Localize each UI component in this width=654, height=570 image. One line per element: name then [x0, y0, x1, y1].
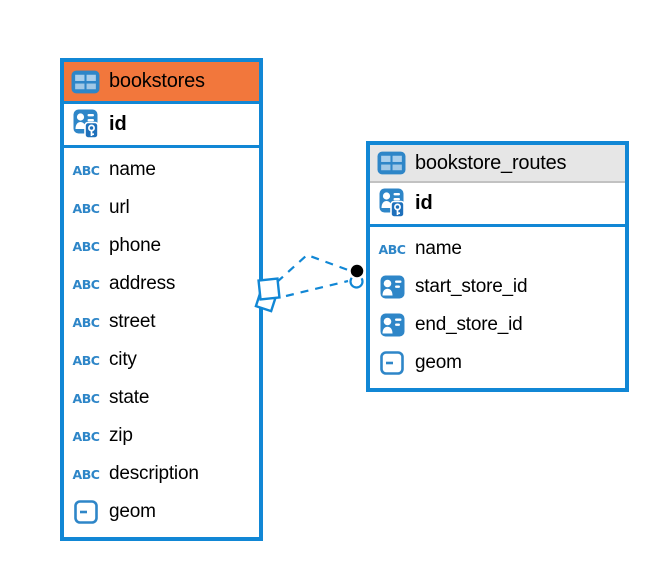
column-row-state[interactable]: ABC state: [64, 379, 259, 417]
column-row-phone[interactable]: ABC phone: [64, 227, 259, 265]
columns-list: ABC name start_store_id end_store_id ge: [370, 227, 625, 388]
column-row-street[interactable]: ABC street: [64, 303, 259, 341]
table-name: bookstore_routes: [415, 151, 567, 174]
foreign-key-icon: [380, 275, 405, 299]
table-name: bookstores: [109, 70, 205, 92]
text-type-icon: ABC: [72, 390, 100, 406]
text-type-icon: ABC: [72, 314, 100, 330]
icon-box: [377, 188, 407, 219]
column-name: id: [415, 192, 433, 214]
foreign-key-icon: [380, 313, 405, 337]
primary-key-icon: [73, 109, 100, 140]
text-type-icon: ABC: [378, 241, 406, 257]
column-row-start-store-id[interactable]: start_store_id: [370, 268, 625, 306]
column-name: phone: [109, 235, 161, 256]
text-type-icon: ABC: [72, 200, 100, 216]
column-row-url[interactable]: ABC url: [64, 189, 259, 227]
column-row-city[interactable]: ABC city: [64, 341, 259, 379]
icon-box: [377, 351, 407, 375]
geometry-type-icon: [74, 500, 98, 524]
column-row-zip[interactable]: ABC zip: [64, 417, 259, 455]
text-type-icon: ABC: [72, 428, 100, 444]
column-row-end-store-id[interactable]: end_store_id: [370, 306, 625, 344]
column-row-name[interactable]: ABC name: [370, 230, 625, 268]
text-type-icon: ABC: [72, 352, 100, 368]
column-name: state: [109, 387, 150, 408]
column-row-geom[interactable]: geom: [370, 344, 625, 382]
column-name: city: [109, 349, 137, 370]
primary-key-icon: [379, 188, 406, 219]
column-row-geom[interactable]: geom: [64, 493, 259, 531]
text-type-icon: ABC: [72, 238, 100, 254]
text-type-icon: ABC: [72, 162, 100, 178]
column-name: geom: [109, 501, 156, 522]
table-bookstores[interactable]: bookstores id ABC name ABC url ABC phone…: [60, 58, 263, 541]
columns-list: ABC name ABC url ABC phone ABC address A…: [64, 148, 259, 537]
icon-box: [71, 109, 101, 140]
column-name: start_store_id: [415, 276, 528, 297]
column-name: address: [109, 273, 176, 294]
table-bookstore-routes[interactable]: bookstore_routes id ABC name start_store…: [366, 141, 629, 392]
icon-box: [377, 313, 407, 337]
table-icon: [71, 70, 100, 94]
icon-box: [71, 500, 101, 524]
text-type-icon: ABC: [72, 466, 100, 482]
column-row-id[interactable]: id: [64, 104, 259, 148]
column-name: name: [109, 159, 156, 180]
column-row-description[interactable]: ABC description: [64, 455, 259, 493]
table-header-bookstores[interactable]: bookstores: [64, 62, 259, 104]
relation-target-marker-dot: [348, 262, 366, 289]
text-type-icon: ABC: [72, 276, 100, 292]
column-row-name[interactable]: ABC name: [64, 151, 259, 189]
column-row-address[interactable]: ABC address: [64, 265, 259, 303]
column-name: description: [109, 463, 199, 484]
column-name: id: [109, 113, 127, 135]
column-name: end_store_id: [415, 314, 523, 335]
icon-box: [377, 275, 407, 299]
table-icon: [377, 151, 406, 175]
relation-line-lower[interactable]: [285, 279, 349, 298]
table-header-bookstore-routes[interactable]: bookstore_routes: [370, 145, 625, 183]
relation-line-upper[interactable]: [276, 253, 349, 283]
relation-bookstores-bookstore-routes[interactable]: [254, 253, 366, 313]
column-name: street: [109, 311, 156, 332]
column-name: name: [415, 238, 462, 259]
column-name: zip: [109, 425, 133, 446]
column-row-id[interactable]: id: [370, 183, 625, 227]
column-name: geom: [415, 352, 462, 373]
geometry-type-icon: [380, 351, 404, 375]
column-name: url: [109, 197, 130, 218]
